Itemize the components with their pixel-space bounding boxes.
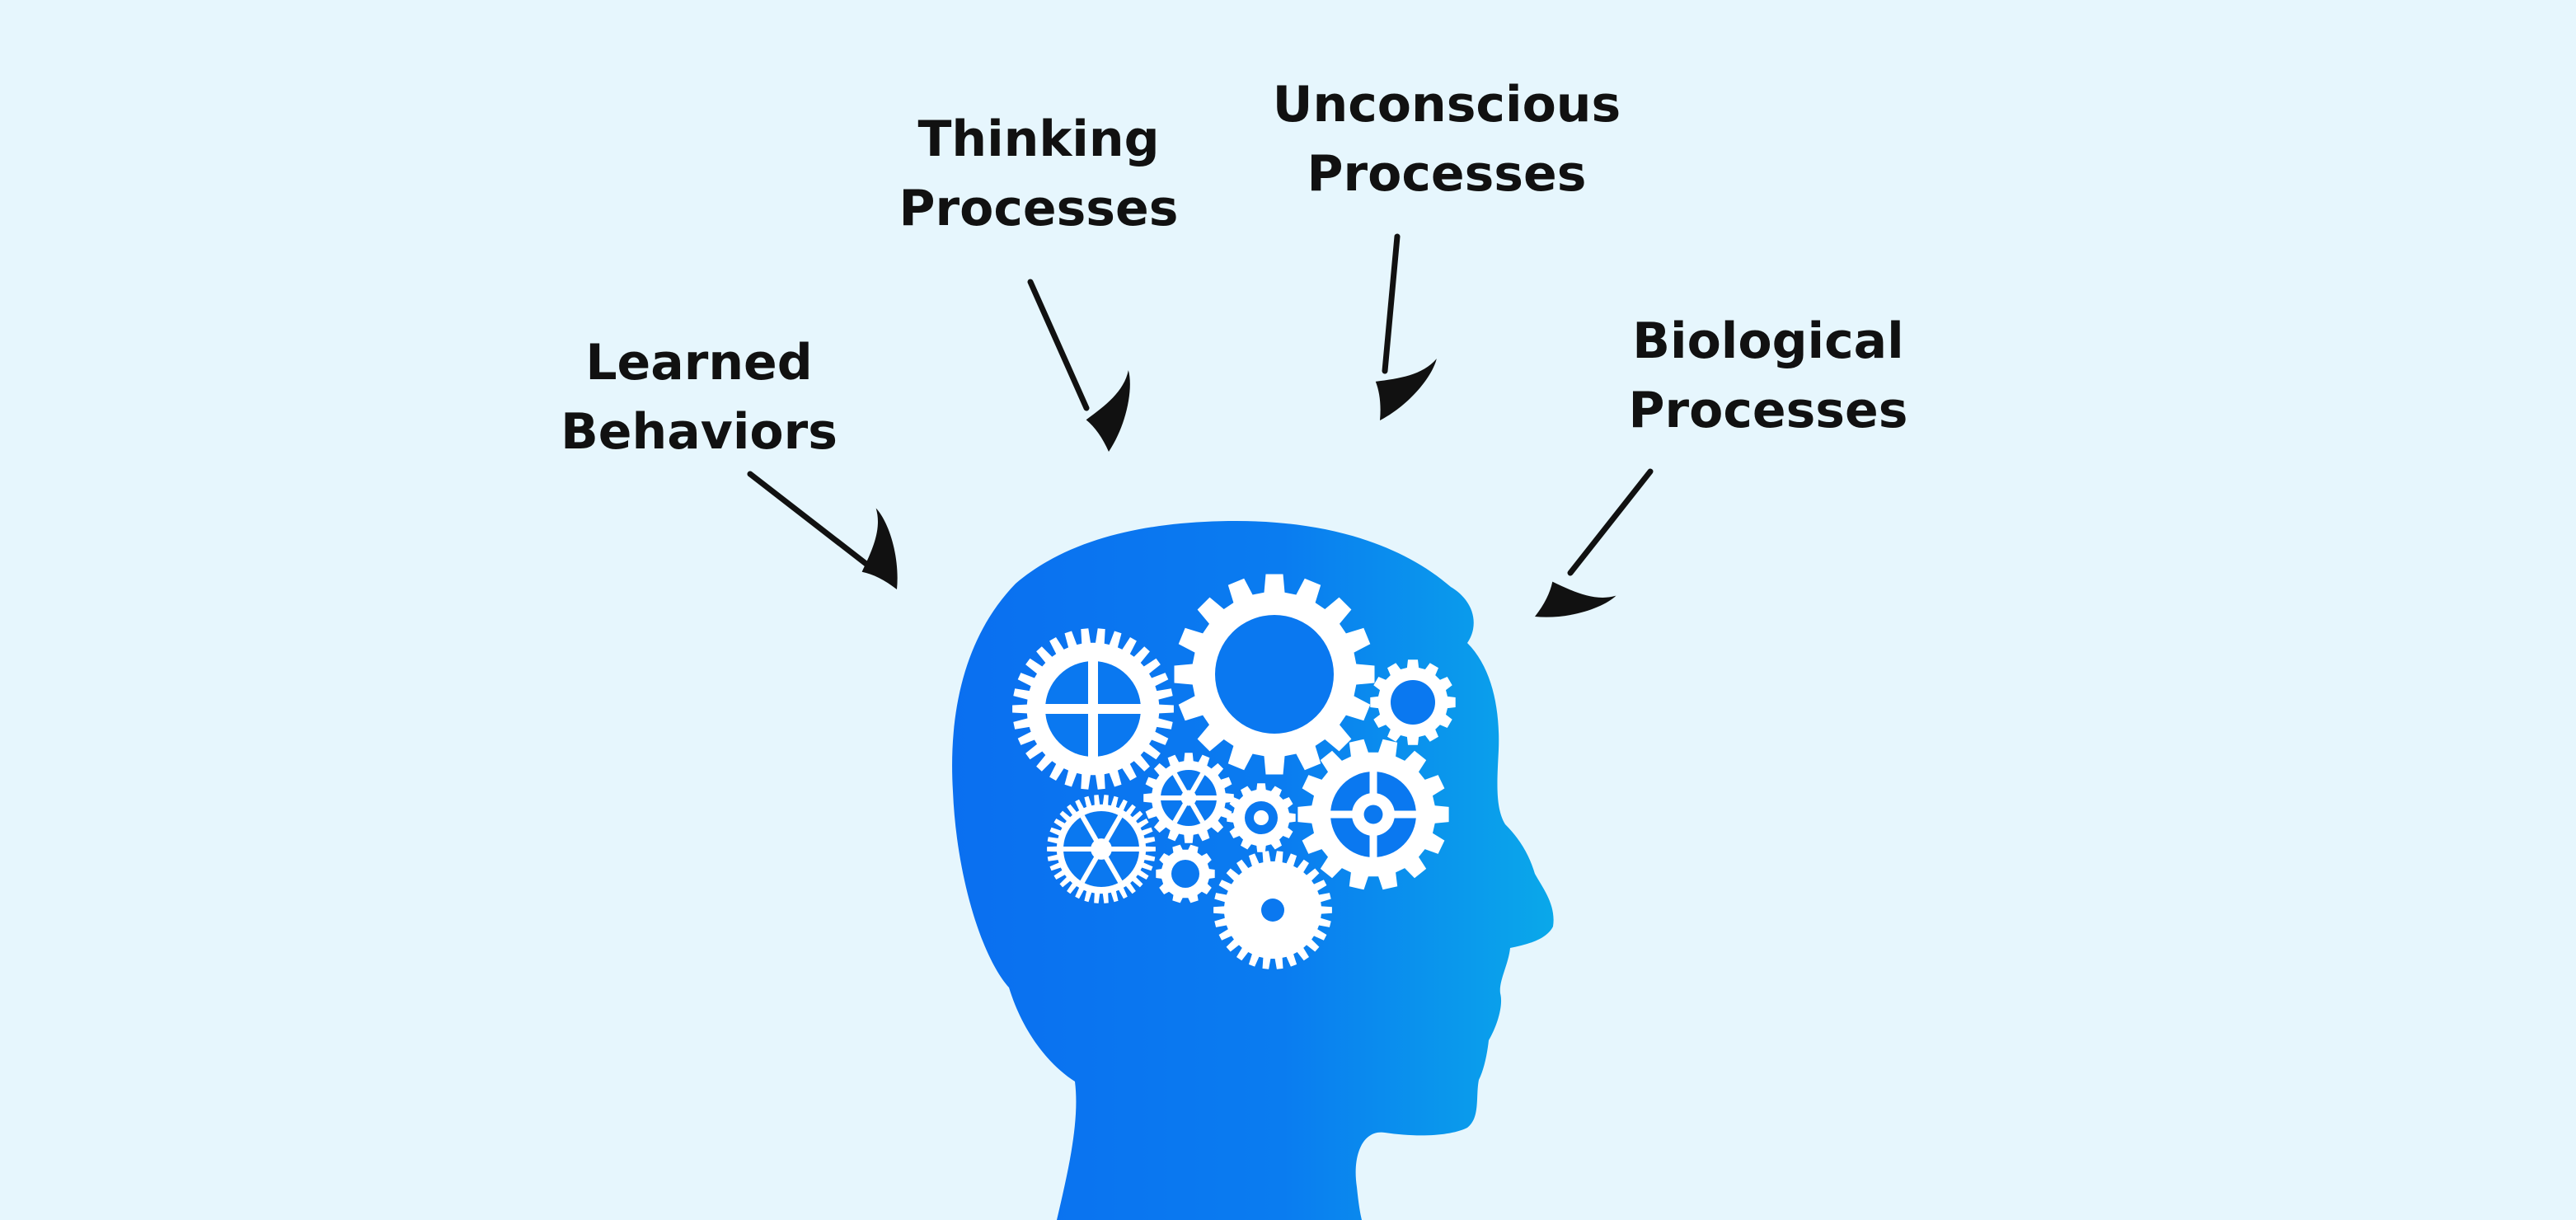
arrow-learned-head-icon xyxy=(861,508,898,589)
label-biological-line2: Processes xyxy=(1628,382,1908,439)
label-learned-line2: Behaviors xyxy=(561,403,838,461)
arrow-learned-shaft xyxy=(747,471,870,568)
arrow-unconscious-head-icon xyxy=(1375,359,1437,420)
label-unconscious-line2: Processes xyxy=(1307,145,1587,203)
arrow-unconscious-shaft xyxy=(1382,233,1401,374)
arrow-biological-shaft xyxy=(1567,468,1654,576)
arrow-thinking-head-icon xyxy=(1086,370,1130,452)
label-learned-behaviors: Learned Behaviors xyxy=(559,328,839,467)
gear-icon xyxy=(1047,795,1156,903)
gear-icon xyxy=(1370,659,1456,745)
label-thinking-line2: Processes xyxy=(899,180,1179,237)
gear-icon xyxy=(1143,753,1234,843)
gear-icon xyxy=(1213,851,1332,969)
arrow-biological-head-icon xyxy=(1535,581,1616,617)
label-learned-line1: Learned xyxy=(585,334,813,392)
gear-icon xyxy=(1156,844,1215,903)
label-thinking-line1: Thinking xyxy=(917,110,1160,168)
arrow-thinking-shaft xyxy=(1027,279,1090,411)
label-biological-processes: Biological Processes xyxy=(1628,307,1908,445)
label-biological-line1: Biological xyxy=(1632,312,1904,370)
gear-icon xyxy=(1012,628,1174,790)
label-unconscious-line1: Unconscious xyxy=(1272,76,1621,134)
gears-group xyxy=(1012,574,1456,969)
label-unconscious-processes: Unconscious Processes xyxy=(1265,70,1628,209)
gear-icon xyxy=(1227,783,1296,852)
gear-icon xyxy=(1297,739,1449,890)
gear-icon xyxy=(1174,574,1375,775)
label-thinking-processes: Thinking Processes xyxy=(899,105,1179,243)
